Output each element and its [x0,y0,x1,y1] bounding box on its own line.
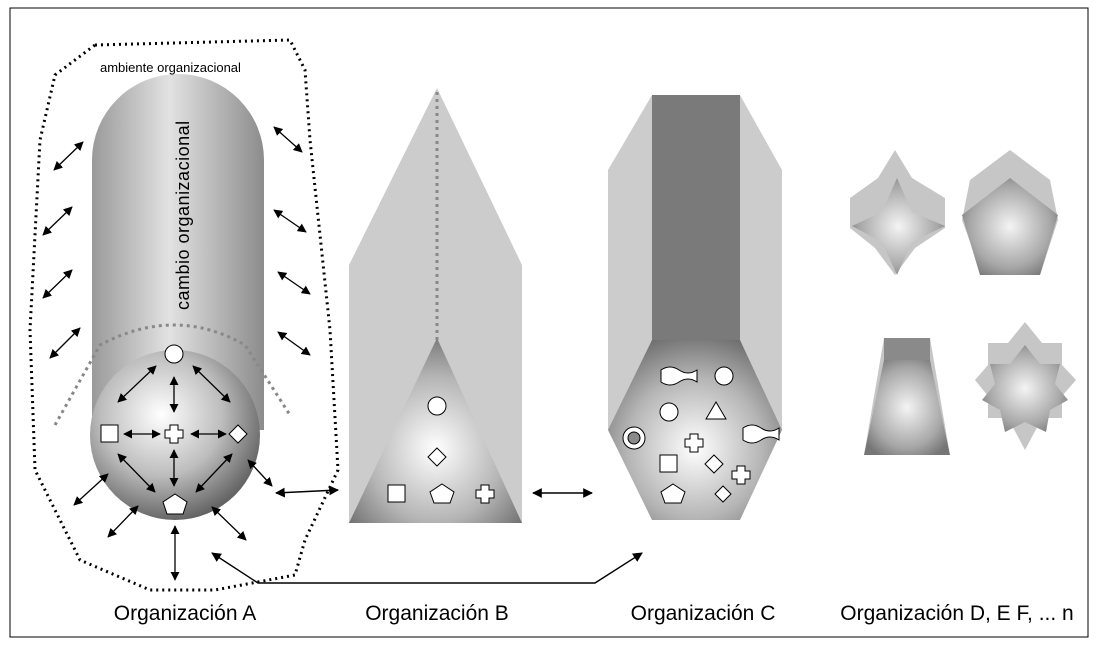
arrow-a-c [211,552,643,584]
cross-icon [475,484,495,504]
flag-icon [660,366,698,386]
ambiente-label: ambiente organizacional [100,60,241,75]
flag-icon [742,424,780,444]
inner-arrows [117,365,233,493]
octagram-face [982,345,1068,432]
diamond-icon [704,454,724,474]
diamond-icon [714,485,732,503]
trapezoid-face [864,360,950,455]
cross-icon [684,433,704,453]
circle-icon [659,402,679,422]
organization-b [349,88,522,523]
organization-d-star [850,150,945,275]
circle-icon [427,396,447,416]
organization-n-octagram [975,322,1076,450]
change-cylinder [92,74,264,430]
cross-icon [164,424,184,444]
pentagon-icon [660,483,686,504]
trapezoid-top [884,338,930,363]
figure-frame [9,7,1089,638]
prism-c-front [652,95,740,345]
cut-line [53,323,292,426]
cambio-label: cambio organizacional [173,120,193,310]
triangle-face [349,338,522,523]
organization-a: ambiente organizacional cambio organizac… [28,38,340,592]
caption-organization-a: Organización A [114,602,256,625]
square-icon [659,454,678,473]
diamond-icon [427,447,447,467]
diamond-icon [228,424,248,444]
caption-organization-b: Organización B [365,602,509,625]
pentagon-icon [162,493,188,515]
organization-e-pentagon [962,150,1058,275]
square-icon [100,424,119,443]
star-face [852,178,945,275]
prism-b [349,88,522,523]
arrow-a-b [275,485,339,498]
caption-organization-c: Organización C [631,602,776,625]
triangle-icon [705,401,727,420]
pentagon-icon [429,483,455,504]
pentagon-face [962,178,1058,275]
environment-boundary [28,38,340,592]
environment-arrows [42,126,311,581]
cross-icon [731,465,751,485]
organization-c [608,95,782,520]
ring-center [627,431,641,445]
circle-icon [714,366,734,386]
square-icon [387,484,406,503]
caption-organization-d-n: Organización D, E F, ... n [840,602,1073,625]
circle-icon [164,344,184,364]
organization-f-trapezoid [864,338,950,455]
